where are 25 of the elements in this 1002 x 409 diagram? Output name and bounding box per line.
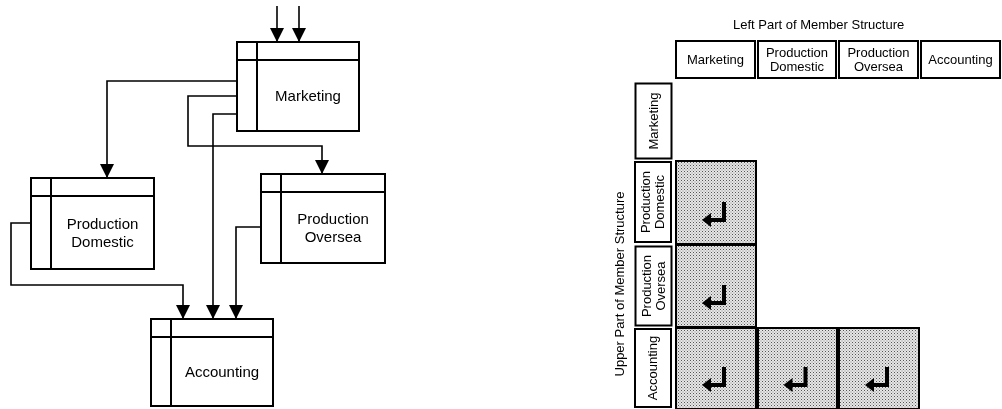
arrow (10, 222, 190, 319)
node-label: Production Oversea (296, 209, 370, 246)
record-box (236, 41, 360, 132)
arrow (187, 95, 329, 174)
axis-title: Upper Part of Member Structure (612, 190, 628, 379)
column-header: Production Domestic (757, 40, 837, 79)
arrow (206, 113, 237, 319)
node-label: Marketing (275, 86, 341, 105)
column-header: Production Oversea (838, 40, 919, 79)
row-header: Production Domestic (634, 161, 672, 243)
arrow (100, 80, 237, 178)
column-header: Accounting (920, 40, 1001, 79)
column-header: Marketing (675, 40, 756, 79)
record-box (150, 318, 274, 407)
row-header: Accounting (634, 328, 672, 408)
record-box (30, 177, 155, 270)
axis-title: Left Part of Member Structure (733, 17, 905, 32)
row-header: Marketing (634, 82, 672, 159)
row-header: Production Oversea (634, 245, 672, 326)
arrow (229, 226, 261, 319)
node-label: Production Domestic (65, 214, 140, 251)
arrow (270, 5, 284, 42)
node-label: Accounting (184, 362, 260, 381)
arrow (292, 5, 306, 42)
record-box (260, 173, 386, 264)
